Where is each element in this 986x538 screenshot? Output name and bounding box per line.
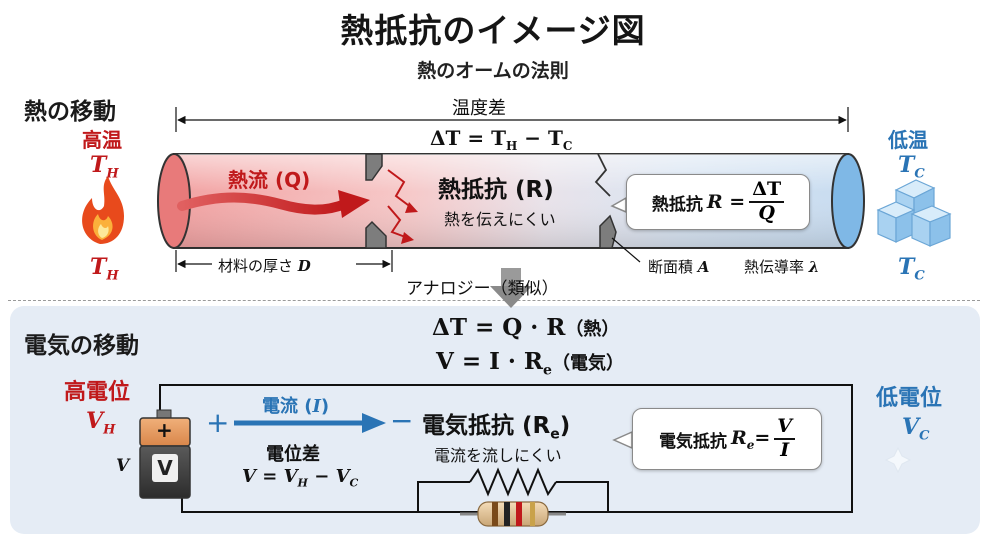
heat-callout: 熱抵抗 R = ΔT Q — [626, 174, 810, 230]
thickness-dimension — [175, 250, 393, 272]
ice-cubes-icon — [876, 179, 952, 247]
analogy-arrow-icon — [490, 268, 532, 308]
area-label: 断面積 A — [648, 258, 710, 276]
electric-resistance-desc: 電流を流しにくい — [434, 446, 562, 465]
potential-diff-formula: V = VH − VC — [242, 466, 359, 490]
low-potential-symbol: VC — [902, 414, 930, 444]
flame-icon — [82, 176, 124, 244]
electric-section-title: 電気の移動 — [24, 333, 139, 359]
current-arrow — [234, 413, 386, 433]
electric-callout-pointer — [612, 430, 633, 450]
sparkle-icon — [884, 446, 912, 474]
high-potential-label: 高電位 — [64, 380, 131, 405]
high-potential-symbol: VH — [86, 408, 116, 438]
current-label: 電流 (I) — [262, 396, 330, 417]
heat-flow-arrow — [177, 169, 418, 244]
temp-diff-dimension — [175, 107, 849, 132]
hot-temp-symbol: TH — [90, 152, 119, 182]
potential-diff-label: 電位差 — [266, 444, 320, 465]
electric-callout: 電気抵抗 Re= V I — [632, 408, 822, 470]
plus-terminal: + — [206, 406, 230, 439]
electric-callout-lhs: Re= — [730, 426, 771, 452]
heat-section-title: 熱の移動 — [24, 99, 116, 125]
cold-temp-symbol: TC — [898, 152, 925, 182]
resistor-zigzag — [469, 467, 557, 497]
heat-callout-text: 熱抵抗 — [651, 194, 703, 215]
analogy-eq-heat: ΔT = Q · R（熱） — [432, 314, 620, 341]
minus-terminal: − — [390, 404, 414, 437]
analogy-eq-electric: V = I · Re（電気） — [436, 348, 624, 379]
electric-callout-text: 電気抵抗 — [658, 431, 727, 452]
resistor-icon — [460, 501, 566, 527]
electric-callout-fraction: V I — [774, 415, 796, 462]
thermal-resistance-label: 熱抵抗 (R) — [438, 177, 554, 203]
hot-temp-symbol-bottom: TH — [90, 254, 119, 284]
heat-callout-fraction: ΔT Q — [749, 178, 785, 225]
battery-v-label: V — [152, 454, 178, 482]
hot-label: 高温 — [82, 128, 122, 152]
temp-diff-formula: ΔT = TH − TC — [430, 126, 573, 153]
battery-plus-label: + — [156, 418, 173, 442]
heat-flow-label: 熱流 (Q) — [228, 168, 311, 192]
low-potential-label: 低電位 — [876, 386, 943, 411]
conductivity-label: 熱伝導率 λ — [744, 258, 820, 276]
electric-resistance-label: 電気抵抗 (Re) — [422, 413, 571, 443]
section-divider — [8, 300, 980, 301]
thickness-label: 材料の厚さ D — [218, 257, 311, 275]
page-subtitle: 熱のオームの法則 — [417, 60, 569, 82]
circuit-wires — [159, 384, 853, 513]
heat-callout-lhs: R = — [706, 191, 746, 213]
cold-label: 低温 — [888, 128, 928, 152]
cold-temp-symbol-bottom: TC — [898, 254, 925, 284]
battery-side-label: V — [116, 456, 130, 476]
rod-cold-end — [831, 153, 865, 249]
temp-diff-label: 温度差 — [452, 98, 506, 119]
analogy-label: アナロジー（類似） — [406, 279, 559, 299]
area-leader — [611, 237, 641, 263]
thermal-resistance-desc: 熱を伝えにくい — [444, 210, 556, 229]
page-title: 熱抵抗のイメージ図 — [340, 11, 646, 50]
